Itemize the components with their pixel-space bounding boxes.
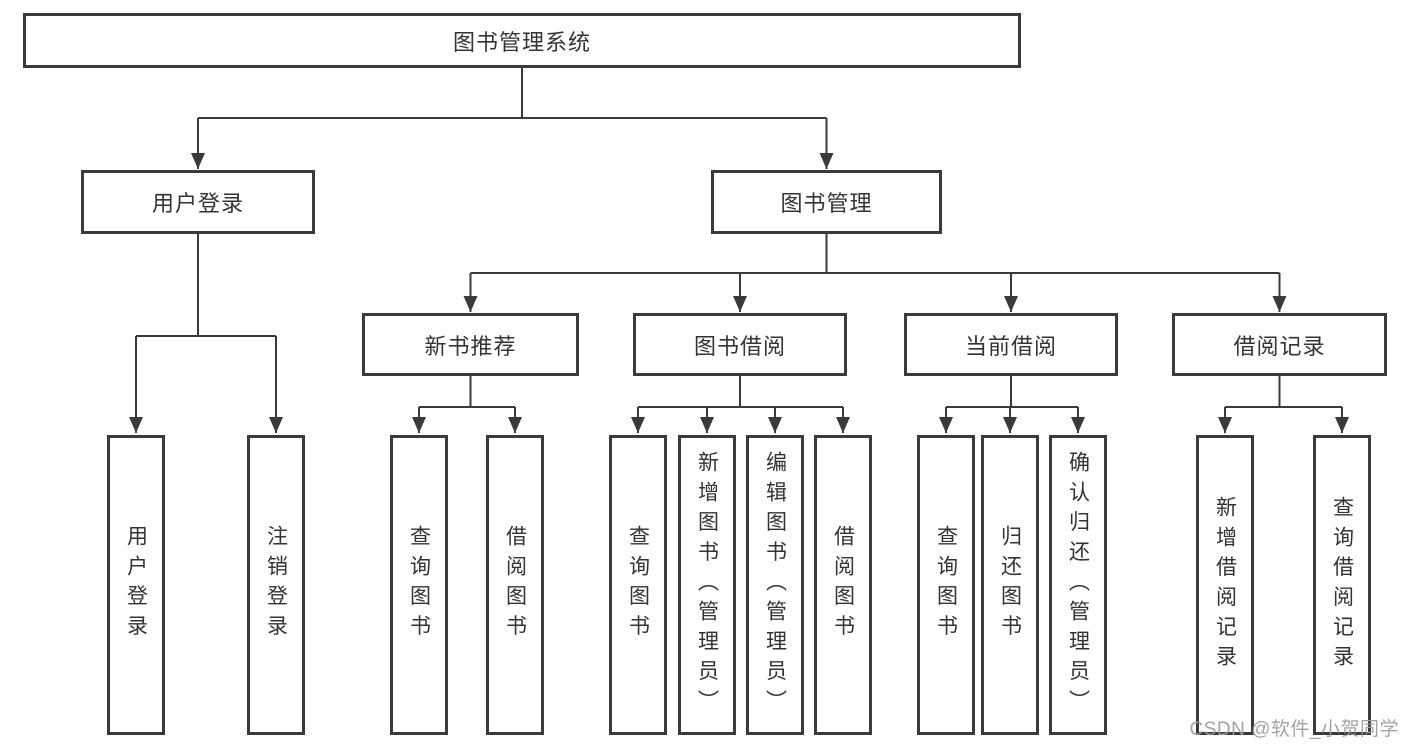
node-bb-edit-book-admin: 编辑图书（管理员） [746, 435, 804, 735]
node-borrow-record: 借阅记录 [1172, 313, 1387, 376]
node-label: 注销登录 [264, 525, 288, 645]
node-leaf-logout: 注销登录 [247, 435, 305, 735]
node-cb-query-book: 查询图书 [917, 435, 975, 735]
node-bb-query-book: 查询图书 [609, 435, 667, 735]
node-label: 图书借阅 [693, 333, 786, 359]
node-br-query-record: 查询借阅记录 [1313, 435, 1371, 735]
node-label: 新增借阅记录 [1213, 495, 1237, 675]
node-new-book-recommend: 新书推荐 [362, 313, 579, 376]
node-book-borrow: 图书借阅 [633, 313, 847, 376]
connector-elbows [136, 68, 1342, 408]
node-rec-borrow-book: 借阅图书 [486, 435, 544, 735]
node-current-borrow: 当前借阅 [904, 313, 1118, 376]
node-label: 用户登录 [151, 191, 244, 216]
node-book-management: 图书管理 [711, 170, 942, 234]
node-bb-borrow-book: 借阅图书 [814, 435, 872, 735]
node-label: 用户登录 [124, 525, 148, 645]
node-cb-return-book: 归还图书 [981, 435, 1039, 735]
node-label: 编辑图书（管理员） [763, 450, 787, 720]
csdn-watermark: CSDN @软件_小贺同学 [1189, 719, 1399, 740]
node-label: 确认归还（管理员） [1066, 450, 1090, 720]
node-label: 借阅记录 [1233, 333, 1326, 359]
node-label: 新书推荐 [424, 333, 517, 359]
node-label: 新增图书（管理员） [695, 450, 719, 720]
node-cb-confirm-return-admin: 确认归还（管理员） [1049, 435, 1107, 735]
node-label: 借阅图书 [503, 525, 527, 645]
node-label: 当前借阅 [964, 333, 1057, 359]
node-user-login: 用户登录 [81, 170, 315, 234]
node-br-add-record: 新增借阅记录 [1196, 435, 1254, 735]
node-rec-query-book: 查询图书 [390, 435, 448, 735]
node-label: 查询图书 [934, 525, 958, 645]
node-leaf-user-login: 用户登录 [107, 435, 165, 735]
node-label: 借阅图书 [831, 525, 855, 645]
node-label: 查询图书 [407, 525, 431, 645]
node-bb-add-book-admin: 新增图书（管理员） [678, 435, 736, 735]
node-label: 归还图书 [998, 525, 1022, 645]
node-label: 图书管理 [780, 191, 873, 216]
node-label: 查询借阅记录 [1330, 495, 1354, 675]
node-library-management-system: 图书管理系统 [23, 13, 1021, 68]
node-label: 查询图书 [626, 525, 650, 645]
node-label: 图书管理系统 [452, 29, 591, 55]
